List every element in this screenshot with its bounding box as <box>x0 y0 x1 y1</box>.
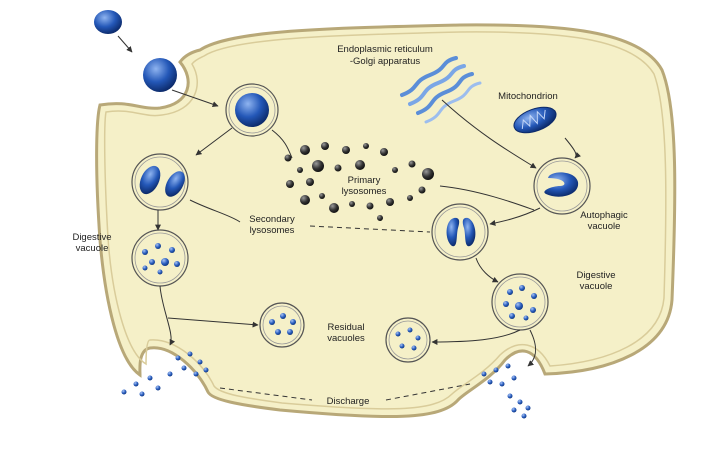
label-digestive-right-line1: Digestive <box>576 270 615 281</box>
residual-vacuole-right <box>385 317 431 363</box>
digestive-vacuole-right <box>491 273 549 331</box>
label-residual-line2: vacuoles <box>327 333 365 344</box>
mitochondrion-icon <box>513 106 557 134</box>
primary-lysosomes-cluster <box>284 142 434 221</box>
discharge-particles-left <box>121 351 209 397</box>
secondary-lysosome-right <box>431 203 489 261</box>
pathway-arrows <box>155 99 581 401</box>
label-er-golgi-line2: -Golgi apparatus <box>350 56 420 67</box>
label-digestive-left-line1: Digestive <box>72 232 111 243</box>
label-autophagic-line2: vacuole <box>588 221 621 232</box>
residual-vacuole-left <box>259 302 305 348</box>
diagram-labels: Endoplasmic reticulum -Golgi apparatus M… <box>72 44 628 407</box>
label-digestive-left-line2: vacuole <box>76 243 109 254</box>
label-primary-line1: Primary <box>348 175 381 186</box>
label-autophagic-line1: Autophagic <box>580 210 628 221</box>
label-er-golgi-line1: Endoplasmic reticulum <box>337 44 433 55</box>
digestive-vacuole-left <box>131 229 189 287</box>
label-secondary-line2: lysosomes <box>250 225 295 236</box>
phagosome <box>225 83 279 137</box>
label-primary-line2: lysosomes <box>342 186 387 197</box>
incoming-particle <box>94 10 219 108</box>
label-digestive-right-line2: vacuole <box>580 281 613 292</box>
label-secondary-line1: Secondary <box>249 214 295 225</box>
label-mitochondrion: Mitochondrion <box>498 91 558 102</box>
secondary-lysosome-left <box>131 153 189 211</box>
label-residual-line1: Residual <box>328 322 365 333</box>
er-golgi-icon <box>400 56 482 124</box>
label-discharge: Discharge <box>327 396 370 407</box>
autophagic-vacuole <box>533 157 591 215</box>
discharge-particles-right <box>481 363 531 419</box>
